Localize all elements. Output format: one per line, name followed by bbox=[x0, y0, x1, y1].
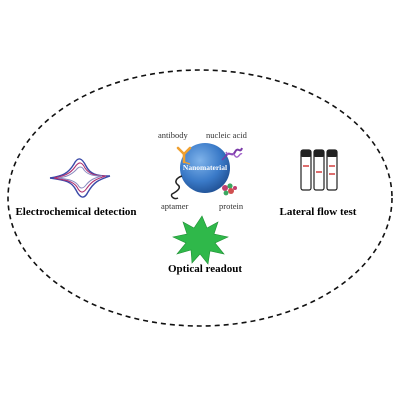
optical-readout-label: Optical readout bbox=[167, 263, 243, 275]
test-strip bbox=[300, 149, 312, 191]
aptamer-icon bbox=[170, 175, 183, 200]
antibody-icon bbox=[176, 146, 192, 165]
nucleic-acid-label: nucleic acid bbox=[206, 130, 247, 140]
test-strip bbox=[326, 149, 338, 191]
protein-icon bbox=[222, 183, 237, 196]
electrochemical-detection-label: Electrochemical detection bbox=[15, 206, 137, 218]
nucleic-acid-icon bbox=[221, 147, 243, 161]
test-strips-icon bbox=[300, 149, 338, 191]
test-strip bbox=[313, 149, 325, 191]
antibody-label: antibody bbox=[158, 130, 188, 140]
aptamer-label: aptamer bbox=[161, 201, 189, 211]
dashed-ellipse-border bbox=[7, 69, 393, 327]
nanomaterial-label: Nanomaterial bbox=[182, 163, 228, 172]
protein-label: protein bbox=[219, 201, 244, 211]
lateral-flow-test-label: Lateral flow test bbox=[279, 206, 357, 218]
nanoparticle-sphere-icon bbox=[180, 143, 230, 193]
cyclic-voltammogram-icon bbox=[49, 158, 111, 198]
green-burst-icon bbox=[172, 215, 229, 265]
